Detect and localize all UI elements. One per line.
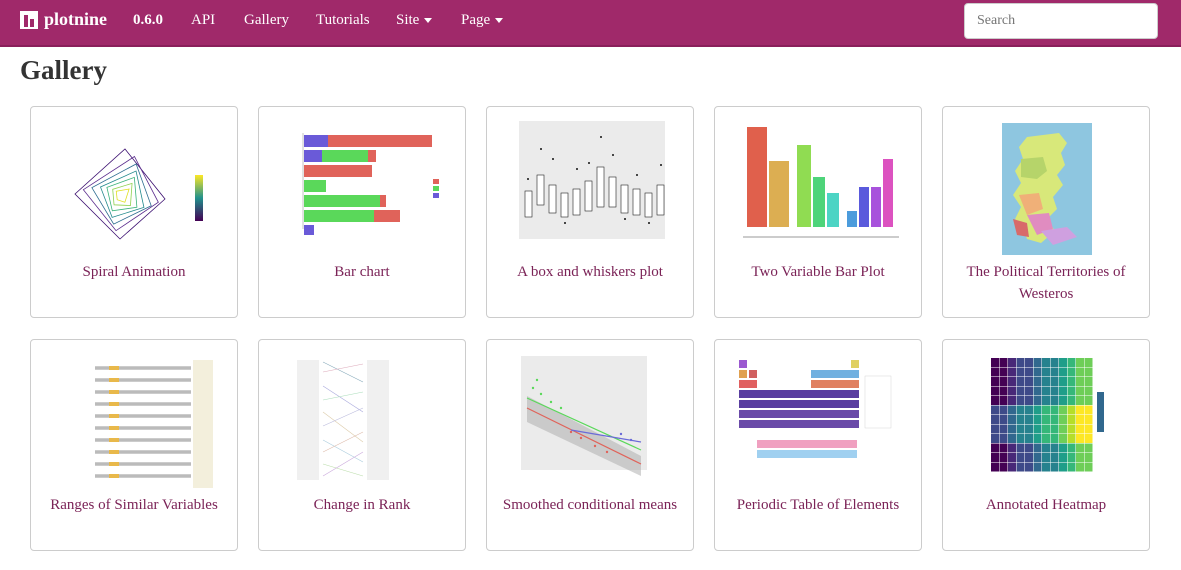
nav-site-label: Site: [396, 12, 420, 28]
gallery-card-periodic-table[interactable]: Periodic Table of Elements: [714, 339, 922, 551]
search-input[interactable]: [964, 3, 1158, 39]
gallery-caption: Two Variable Bar Plot: [751, 264, 885, 280]
caret-down-icon: [424, 18, 433, 24]
gallery-card-annotated-heatmap[interactable]: Annotated Heatmap: [942, 339, 1150, 551]
gallery-card-bar-chart[interactable]: Bar chart: [258, 106, 466, 318]
nav-page-label: Page: [461, 12, 491, 28]
brand-link[interactable]: plotnine: [20, 9, 107, 30]
gallery-card-westeros-map[interactable]: The Political Territories of Westeros: [942, 106, 1150, 318]
gallery-caption: Periodic Table of Elements: [736, 497, 900, 513]
nav-page-dropdown[interactable]: Page: [461, 12, 504, 29]
page-title: Gallery: [20, 55, 107, 85]
rank-change-thumbnail: [297, 360, 389, 480]
nav-site-dropdown[interactable]: Site: [396, 12, 433, 29]
heatmap-thumbnail: [991, 358, 1104, 472]
gallery-caption: Bar chart: [334, 264, 390, 280]
nav-version[interactable]: 0.6.0: [133, 12, 163, 28]
gallery-caption: Annotated Heatmap: [985, 497, 1107, 513]
nav-api[interactable]: API: [191, 12, 216, 28]
boxplot-thumbnail: [519, 121, 665, 239]
gallery-card-spiral[interactable]: Spiral Animation: [30, 106, 238, 318]
nav-gallery[interactable]: Gallery: [244, 12, 289, 28]
top-navbar: plotnine 0.6.0 API Gallery Tutorials Sit…: [0, 0, 1181, 47]
map-thumbnail: [1002, 123, 1092, 255]
gallery-caption: The Political Territories of Westeros: [966, 264, 1126, 302]
gallery-caption: Spiral Animation: [82, 264, 186, 280]
caret-down-icon: [495, 18, 504, 24]
gallery-caption: Change in Rank: [313, 497, 411, 513]
gallery-caption: Ranges of Similar Variables: [50, 497, 218, 513]
range-plot-thumbnail: [95, 360, 213, 488]
periodic-table-thumbnail: [739, 360, 892, 458]
gallery-card-smoothed-means[interactable]: Smoothed conditional means: [486, 339, 694, 551]
smooth-plot-thumbnail: [521, 356, 647, 476]
gallery-card-two-variable-bar[interactable]: Two Variable Bar Plot: [714, 106, 922, 318]
plotnine-logo-icon: [20, 10, 38, 29]
gallery-card-boxplot[interactable]: A box and whiskers plot: [486, 106, 694, 318]
spiral-plot-thumbnail: [74, 148, 203, 240]
bar-chart-thumbnail: [302, 133, 439, 235]
gallery-caption: A box and whiskers plot: [517, 264, 663, 280]
brand-name: plotnine: [44, 9, 108, 29]
nav-tutorials[interactable]: Tutorials: [316, 12, 370, 28]
gallery-card-ranges[interactable]: Ranges of Similar Variables: [30, 339, 238, 551]
gallery-caption: Smoothed conditional means: [502, 497, 678, 513]
gallery-card-change-in-rank[interactable]: Change in Rank: [258, 339, 466, 551]
two-variable-bar-thumbnail: [743, 127, 899, 238]
